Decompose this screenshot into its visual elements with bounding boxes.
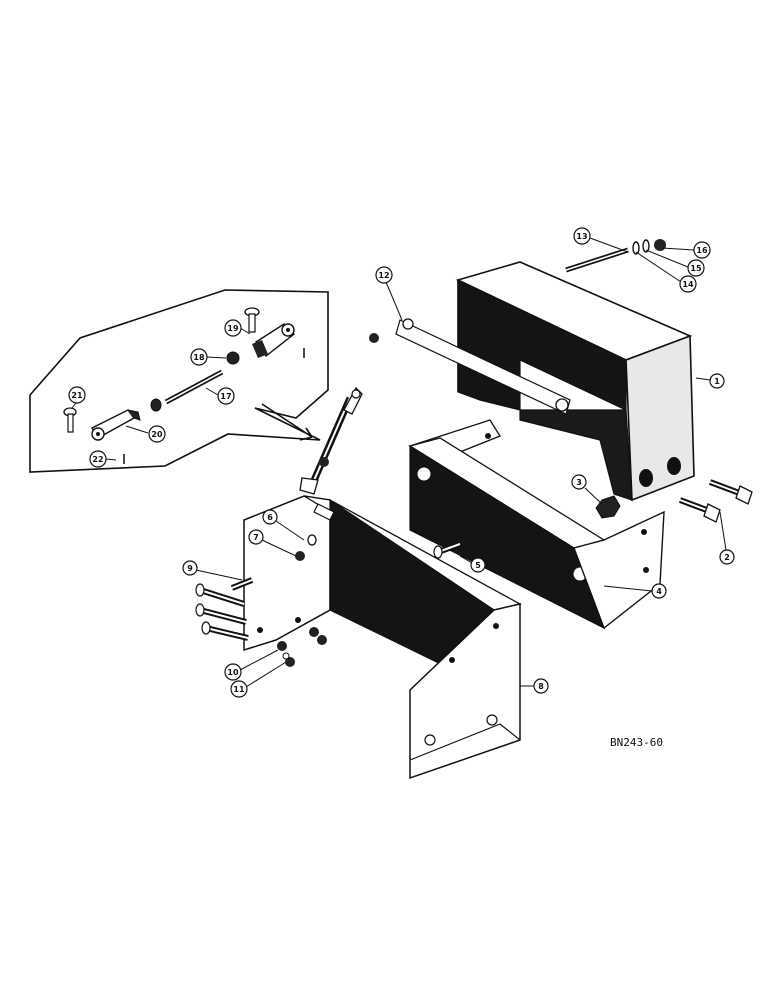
- clevis-20: [91, 409, 141, 441]
- callout-18: 18: [190, 348, 208, 366]
- callout-3-label: 3: [576, 478, 582, 487]
- nut-3: [595, 495, 621, 519]
- callout-15: 15: [687, 259, 705, 277]
- callout-18-label: 18: [193, 353, 205, 362]
- callout-8-label: 8: [538, 682, 544, 691]
- mounting-plate-4: [408, 419, 665, 630]
- callout-17: 17: [217, 387, 235, 405]
- callout-10-label: 10: [227, 668, 239, 677]
- callout-6: 6: [262, 509, 278, 525]
- nut-18: [226, 351, 240, 365]
- callout-21-label: 21: [71, 391, 83, 400]
- nut-12: [369, 333, 379, 343]
- clevis-19: [252, 323, 296, 358]
- bracket-8: [243, 495, 522, 780]
- callout-4-label: 4: [656, 587, 662, 596]
- callout-22: 22: [89, 450, 107, 468]
- callout-13-label: 13: [576, 232, 587, 241]
- bolt-2a: [708, 479, 753, 505]
- callout-5-label: 5: [475, 561, 481, 570]
- callout-13: 13: [573, 227, 591, 245]
- washer-14: [632, 241, 640, 255]
- callout-9: 9: [182, 560, 198, 576]
- callout-20: 20: [148, 425, 166, 443]
- stud-13: [565, 239, 666, 273]
- callout-9-label: 9: [187, 564, 193, 573]
- callout-20-label: 20: [151, 430, 163, 439]
- callout-6-label: 6: [267, 513, 273, 522]
- nut-7: [295, 551, 305, 561]
- callout-16-label: 16: [696, 246, 708, 255]
- callout-3: 3: [571, 474, 587, 490]
- callout-19: 19: [224, 319, 242, 337]
- figure-id: BN243-60: [610, 736, 663, 749]
- linkage-assembly: [299, 386, 363, 495]
- inset-arrow: [261, 403, 313, 441]
- leader-lines: [71, 237, 727, 688]
- callout-11-label: 11: [233, 685, 245, 694]
- callout-21: 21: [68, 386, 86, 404]
- callout-14: 14: [679, 275, 697, 293]
- callout-2-label: 2: [724, 553, 730, 562]
- washer-6: [307, 534, 317, 546]
- bar-12: [395, 318, 571, 415]
- nuts-10-11: [277, 627, 327, 667]
- counterweight-block: [455, 261, 695, 502]
- jam-nut: [150, 398, 162, 412]
- callout-10: 10: [224, 663, 242, 681]
- callout-4: 4: [651, 583, 667, 599]
- nut-16: [654, 239, 666, 251]
- callout-14-label: 14: [682, 280, 694, 289]
- callout-16: 16: [693, 241, 711, 259]
- callout-8: 8: [533, 678, 549, 694]
- bolt-5: [433, 541, 462, 559]
- callout-5: 5: [470, 557, 486, 573]
- bolt-2b: [678, 497, 721, 523]
- callout-1-label: 1: [714, 377, 720, 386]
- callout-12-label: 12: [378, 271, 389, 280]
- callout-11: 11: [230, 680, 248, 698]
- callout-15-label: 15: [690, 264, 702, 273]
- callout-2: 2: [719, 549, 735, 565]
- callout-12: 12: [375, 266, 393, 284]
- callout-19-label: 19: [227, 324, 239, 333]
- callout-7: 7: [248, 529, 264, 545]
- callout-7-label: 7: [253, 533, 259, 542]
- callout-1: 1: [709, 373, 725, 389]
- callout-17-label: 17: [220, 392, 231, 401]
- bolt-21: [63, 407, 77, 433]
- bolt-19-pin: [244, 307, 260, 333]
- callout-22-label: 22: [92, 455, 103, 464]
- lockwasher-15: [642, 239, 650, 253]
- detail-inset: [29, 289, 329, 473]
- bolt-9-upper: [230, 577, 254, 591]
- inset-border: [29, 289, 329, 473]
- bolts-9: [195, 583, 249, 641]
